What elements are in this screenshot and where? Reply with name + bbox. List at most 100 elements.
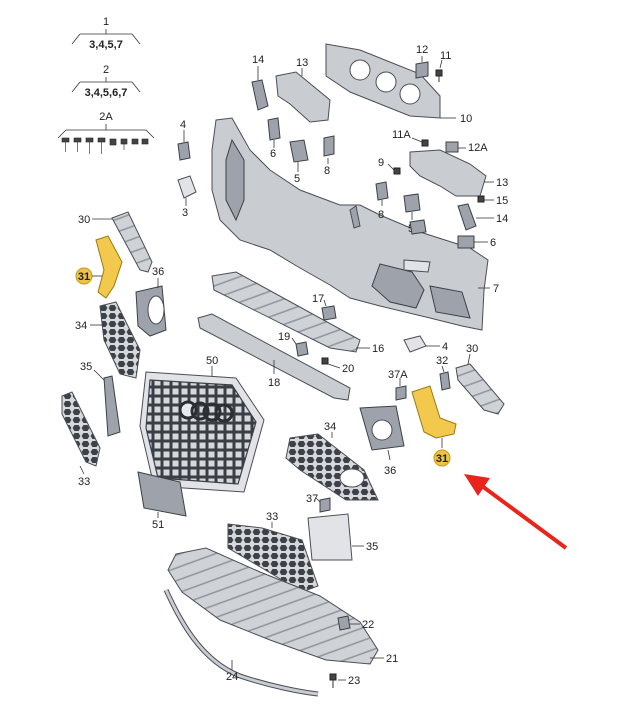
- part-31-right-bracket: 31: [411, 385, 457, 467]
- part-37a-clip: 37A: [388, 369, 408, 401]
- callout-13: 13: [496, 177, 508, 189]
- callout-11: 11: [440, 50, 451, 62]
- part-31-left-bracket: 31: [75, 235, 123, 299]
- part-22-clip: 22: [337, 615, 374, 631]
- part-34-right-grille: 34: [285, 421, 379, 501]
- part-13-left-bracket: 13: [275, 57, 331, 123]
- part-20-screw: 20: [321, 357, 354, 375]
- part-17-clip: 17: [312, 293, 337, 321]
- part-14-right-light: 14: [457, 203, 508, 231]
- fastener-set: [61, 137, 149, 154]
- kit-legend-2a: 2A: [57, 111, 155, 154]
- kit-legend-2: 2 3,4,5,6,7: [71, 64, 141, 99]
- part-37-clip: 37: [306, 493, 331, 513]
- part-12-clip: 12: [415, 44, 429, 79]
- part-6-clip-right: 6: [457, 235, 496, 249]
- kit-number: 1: [103, 16, 109, 28]
- callout-14: 14: [496, 213, 508, 225]
- part-7-bumper-cover: 7: [211, 117, 499, 331]
- callout-4: 4: [442, 341, 448, 353]
- part-51-plate-bracket: 51: [137, 471, 187, 531]
- part-50-main-grille: 50: [139, 355, 265, 493]
- callout-23: 23: [348, 675, 360, 687]
- part-36-left-cover: 36: [135, 266, 167, 337]
- callout-34: 34: [324, 421, 336, 433]
- callout-6: 6: [270, 148, 276, 160]
- part-11a-screw: 11A: [392, 129, 429, 147]
- callout-14: 14: [252, 54, 264, 66]
- callout-18: 18: [268, 377, 280, 389]
- kit-contents: 3,4,5,7: [89, 39, 123, 51]
- callout-3: 3: [182, 207, 188, 219]
- callout-37: 37: [306, 493, 318, 505]
- red-pointer-arrow: [464, 474, 568, 550]
- callout-19: 19: [278, 331, 290, 343]
- part-36-right-cover: 36: [359, 405, 405, 477]
- part-30-right-trim: 30: [455, 343, 505, 415]
- part-23-screw: 23: [329, 673, 360, 688]
- part-15-screw: 15: [477, 195, 508, 207]
- part-6-clip-left: 6: [267, 117, 281, 160]
- callout-51: 51: [152, 519, 164, 531]
- part-24-spoiler-strip: 24: [163, 588, 319, 697]
- callout-33: 33: [78, 476, 90, 488]
- part-18-lower-strip: 18: [197, 313, 351, 401]
- callout-22: 22: [362, 619, 374, 631]
- part-30-left-trim: 30: [78, 211, 153, 273]
- part-32-clip: 32: [436, 355, 451, 391]
- part-14-left-light: 14: [251, 54, 269, 111]
- kit-number: 2A: [99, 111, 113, 123]
- part-33-right-grille: 33: [227, 511, 319, 593]
- callout-31: 31: [436, 453, 448, 465]
- callout-17: 17: [312, 293, 324, 305]
- part-3-cap: 3: [177, 175, 197, 219]
- part-13-right-bracket: 13: [409, 149, 508, 197]
- callout-8: 8: [378, 209, 384, 221]
- callout-35: 35: [80, 361, 92, 373]
- callout-12: 12: [416, 44, 428, 56]
- kit-contents: 3,4,5,6,7: [85, 87, 128, 99]
- part-21-underbody-shield: 21: [167, 547, 398, 665]
- callout-13: 13: [296, 57, 308, 69]
- callout-37a: 37A: [388, 369, 408, 381]
- callout-9: 9: [378, 157, 384, 169]
- callout-11a: 11A: [392, 129, 411, 141]
- callout-12a: 12A: [468, 142, 488, 154]
- callout-16: 16: [372, 343, 384, 355]
- callout-5: 5: [294, 173, 300, 185]
- callout-50: 50: [206, 355, 218, 367]
- part-16-lower-rail: 16: [211, 271, 384, 355]
- part-34-left-grille: 34: [75, 301, 141, 379]
- callout-4: 4: [180, 119, 186, 131]
- part-19-clip: 19: [278, 331, 309, 357]
- callout-30: 30: [466, 343, 478, 355]
- callout-8: 8: [324, 165, 330, 177]
- kit-number: 2: [103, 64, 109, 76]
- callout-7: 7: [493, 283, 499, 295]
- brand-rings-logo: [178, 400, 234, 423]
- callout-30: 30: [78, 214, 90, 226]
- part-35-right-plate: 35: [307, 513, 378, 561]
- part-8-clip-left: 8: [323, 135, 335, 177]
- callout-31: 31: [78, 271, 90, 283]
- kit-legend-1: 1 3,4,5,7: [71, 16, 141, 51]
- part-10-upper-carrier: 10: [325, 43, 472, 125]
- callout-10: 10: [460, 113, 472, 125]
- callout-6: 6: [490, 237, 496, 249]
- part-4-cap-right: [409, 219, 427, 235]
- callout-15: 15: [496, 195, 508, 207]
- callout-36: 36: [152, 266, 164, 278]
- callout-36: 36: [384, 465, 396, 477]
- part-4-cap-left: 4: [177, 119, 191, 161]
- callout-32: 32: [436, 355, 448, 367]
- part-11-screw: 11: [435, 50, 451, 82]
- callout-21: 21: [386, 653, 398, 665]
- part-8-clip-mid: 8: [375, 181, 389, 221]
- callout-24: 24: [226, 671, 238, 683]
- callout-20: 20: [342, 363, 354, 375]
- callout-35: 35: [366, 541, 378, 553]
- part-35-left-plate: 35: [80, 361, 121, 437]
- callout-33: 33: [266, 511, 278, 523]
- part-5-clip-left: 5: [289, 139, 309, 185]
